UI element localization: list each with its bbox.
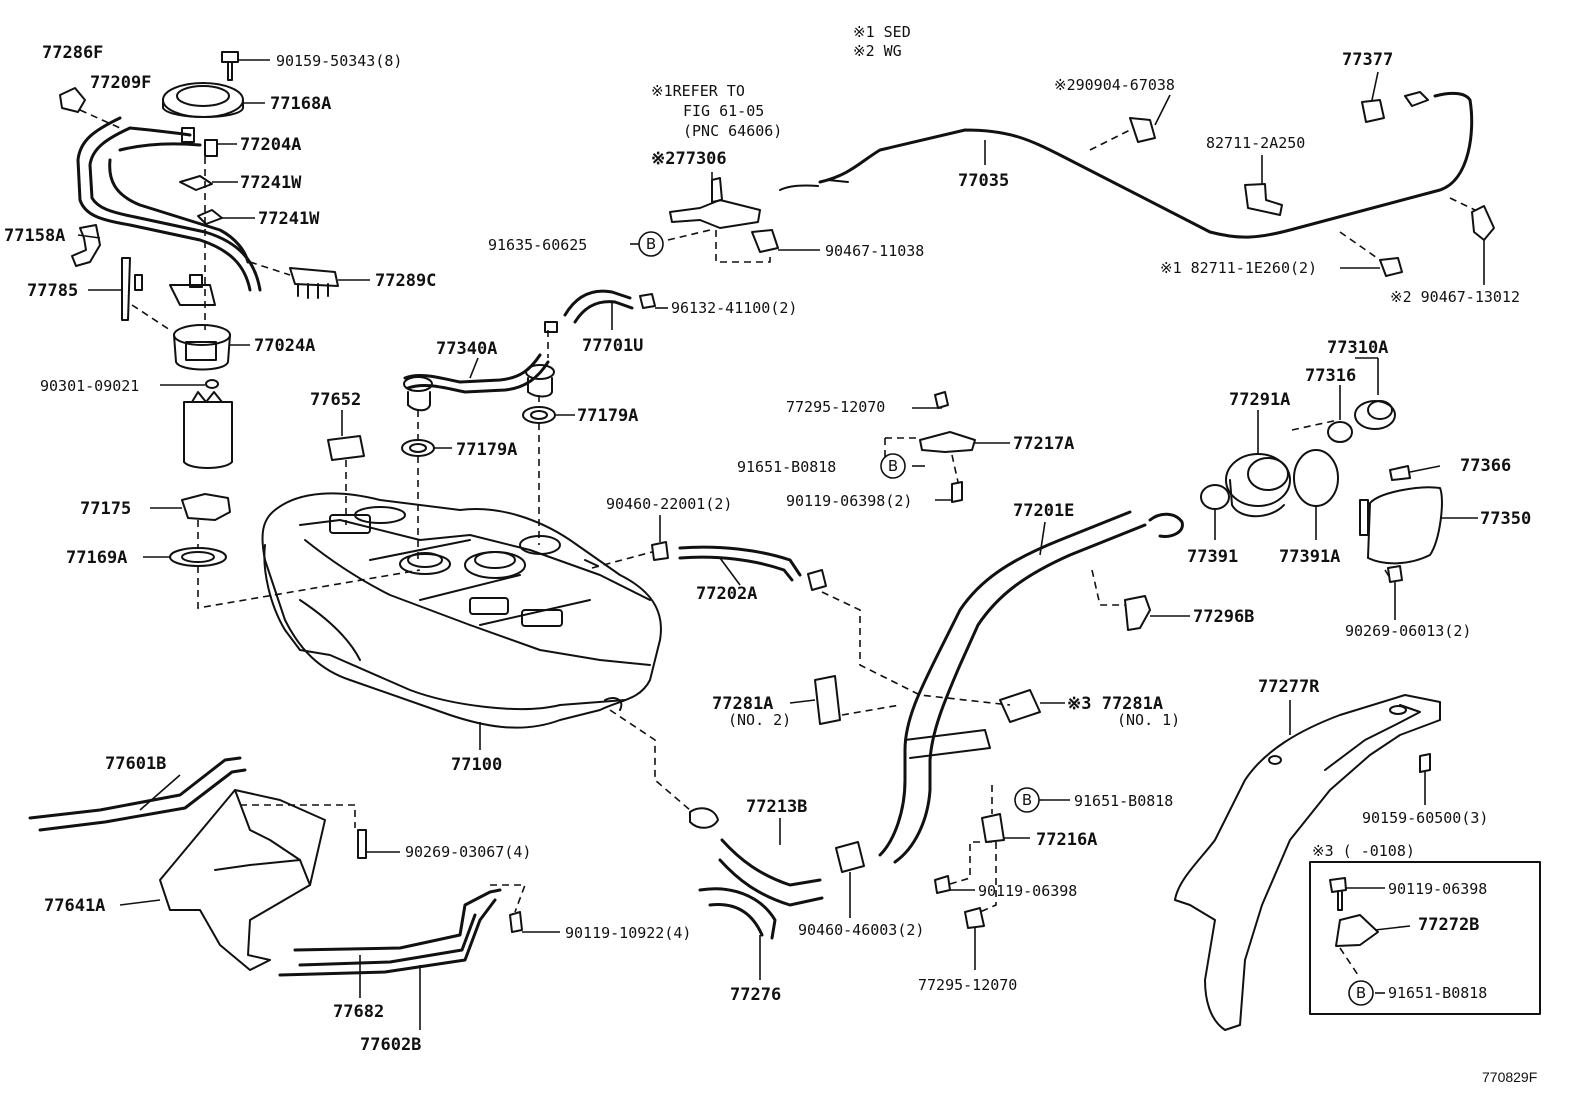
label-82711-1E260[interactable]: ※1 82711-1E260(2) — [1160, 259, 1317, 277]
legend-line-2: ※2 WG — [853, 42, 902, 60]
inset-title: ※3 ( -0108) — [1312, 842, 1415, 860]
label-90159-50343[interactable]: 90159-50343(8) — [276, 52, 402, 70]
label-77216A[interactable]: 77216A — [1036, 830, 1097, 850]
label-77350[interactable]: 77350 — [1480, 509, 1531, 529]
label-77291A[interactable]: 77291A — [1229, 390, 1290, 410]
label-77306[interactable]: ※277306 — [651, 149, 727, 169]
label-96132-41100[interactable]: 96132-41100(2) — [671, 299, 797, 317]
filler-protector — [1174, 694, 1441, 1031]
label-90269-06013[interactable]: 90269-06013(2) — [1345, 622, 1471, 640]
callout-b-3: B — [1022, 791, 1032, 809]
label-90467-13012[interactable]: ※2 90467-13012 — [1390, 288, 1520, 306]
label-77024A[interactable]: 77024A — [254, 336, 315, 356]
label-77209F[interactable]: 77209F — [90, 73, 151, 93]
label-77340A[interactable]: 77340A — [436, 339, 497, 359]
callout-b-1: B — [646, 235, 656, 253]
label-91651-B0818-3[interactable]: 91651-B0818 — [1388, 984, 1487, 1002]
label-91651-B0818-1[interactable]: 91651-B0818 — [737, 458, 836, 476]
refer-note: ※1REFER TO FIG 61-05 (PNC 64606) — [651, 82, 782, 140]
label-77241W-1[interactable]: 77241W — [240, 173, 302, 193]
label-90119-10922[interactable]: 90119-10922(4) — [565, 924, 691, 942]
label-77175[interactable]: 77175 — [80, 499, 131, 519]
label-77785[interactable]: 77785 — [27, 281, 78, 301]
label-77391A[interactable]: 77391A — [1279, 547, 1340, 567]
label-77241W-2[interactable]: 77241W — [258, 209, 320, 229]
callout-b-markers: B B B B — [638, 231, 1374, 1006]
label-77289C[interactable]: 77289C — [375, 271, 436, 291]
label-77217A[interactable]: 77217A — [1013, 434, 1074, 454]
label-77601B[interactable]: 77601B — [105, 754, 166, 774]
label-77277R[interactable]: 77277R — [1258, 677, 1320, 697]
label-77100[interactable]: 77100 — [451, 755, 502, 775]
label-77035[interactable]: 77035 — [958, 171, 1009, 191]
refer-note-line-2: FIG 61-05 — [683, 102, 764, 120]
label-90269-03067[interactable]: 90269-03067(4) — [405, 843, 531, 861]
label-91651-B0818-2[interactable]: 91651-B0818 — [1074, 792, 1173, 810]
label-90119-06398-2[interactable]: 90119-06398(2) — [786, 492, 912, 510]
label-77652[interactable]: 77652 — [310, 390, 361, 410]
label-90159-60500[interactable]: 90159-60500(3) — [1362, 809, 1488, 827]
label-77179A-2[interactable]: 77179A — [577, 406, 638, 426]
label-77204A[interactable]: 77204A — [240, 135, 301, 155]
label-77295-12070-1[interactable]: 77295-12070 — [786, 398, 885, 416]
label-77158A[interactable]: 77158A — [4, 226, 65, 246]
callout-b-2: B — [888, 457, 898, 475]
callout-b-4: B — [1356, 984, 1366, 1002]
label-77169A[interactable]: 77169A — [66, 548, 127, 568]
label-77366[interactable]: 77366 — [1460, 456, 1511, 476]
label-77391[interactable]: 77391 — [1187, 547, 1238, 567]
label-77281A-no2[interactable]: 77281A — [712, 694, 773, 714]
label-77272B[interactable]: 77272B — [1418, 915, 1479, 935]
label-90119-06398-3[interactable]: 90119-06398 — [1388, 880, 1487, 898]
figure-reference: 770829F — [1482, 1069, 1537, 1085]
label-77310A[interactable]: 77310A — [1327, 338, 1388, 358]
label-82711-2A250[interactable]: 82711-2A250 — [1206, 134, 1305, 152]
label-77281A-no1-sub: (NO. 1) — [1117, 711, 1180, 729]
label-77316[interactable]: 77316 — [1305, 366, 1356, 386]
label-77701U[interactable]: 77701U — [582, 336, 643, 356]
label-77281A-no1[interactable]: ※3 77281A — [1067, 694, 1163, 714]
label-77377[interactable]: 77377 — [1342, 50, 1393, 70]
refer-note-line-3: (PNC 64606) — [683, 122, 782, 140]
legend-line-1: ※1 SED — [853, 23, 911, 41]
label-77201E[interactable]: 77201E — [1013, 501, 1074, 521]
label-77276[interactable]: 77276 — [730, 985, 781, 1005]
label-77682[interactable]: 77682 — [333, 1002, 384, 1022]
label-77281A-no2-sub: (NO. 2) — [728, 711, 791, 729]
label-90119-06398-1[interactable]: 90119-06398 — [978, 882, 1077, 900]
label-77602B[interactable]: 77602B — [360, 1035, 421, 1055]
fuel-tank — [261, 492, 662, 729]
label-77168A[interactable]: 77168A — [270, 94, 331, 114]
label-77202A[interactable]: 77202A — [696, 584, 757, 604]
part-drawings — [28, 51, 1541, 1031]
part-labels: 77286F 90159-50343(8) 77209F 77168A 7720… — [4, 43, 1531, 1055]
label-90460-46003[interactable]: 90460-46003(2) — [798, 921, 924, 939]
label-77295-12070-2[interactable]: 77295-12070 — [918, 976, 1017, 994]
label-90460-22001[interactable]: 90460-22001(2) — [606, 495, 732, 513]
label-90301-09021[interactable]: 90301-09021 — [40, 377, 139, 395]
label-90904-67038[interactable]: ※290904-67038 — [1054, 76, 1175, 94]
refer-note-line-1: ※1REFER TO — [651, 82, 745, 100]
label-91635-60625[interactable]: 91635-60625 — [488, 236, 587, 254]
label-90467-11038[interactable]: 90467-11038 — [825, 242, 924, 260]
label-77296B[interactable]: 77296B — [1193, 607, 1254, 627]
legend: ※1 SED ※2 WG — [853, 23, 911, 60]
leader-lines — [77, 59, 1485, 1030]
label-77286F[interactable]: 77286F — [42, 43, 103, 63]
filler-pipe — [878, 510, 1184, 864]
fuel-tube-77209F — [76, 116, 262, 292]
label-77213B[interactable]: 77213B — [746, 797, 807, 817]
label-77179A-1[interactable]: 77179A — [456, 440, 517, 460]
label-77641A[interactable]: 77641A — [44, 896, 105, 916]
